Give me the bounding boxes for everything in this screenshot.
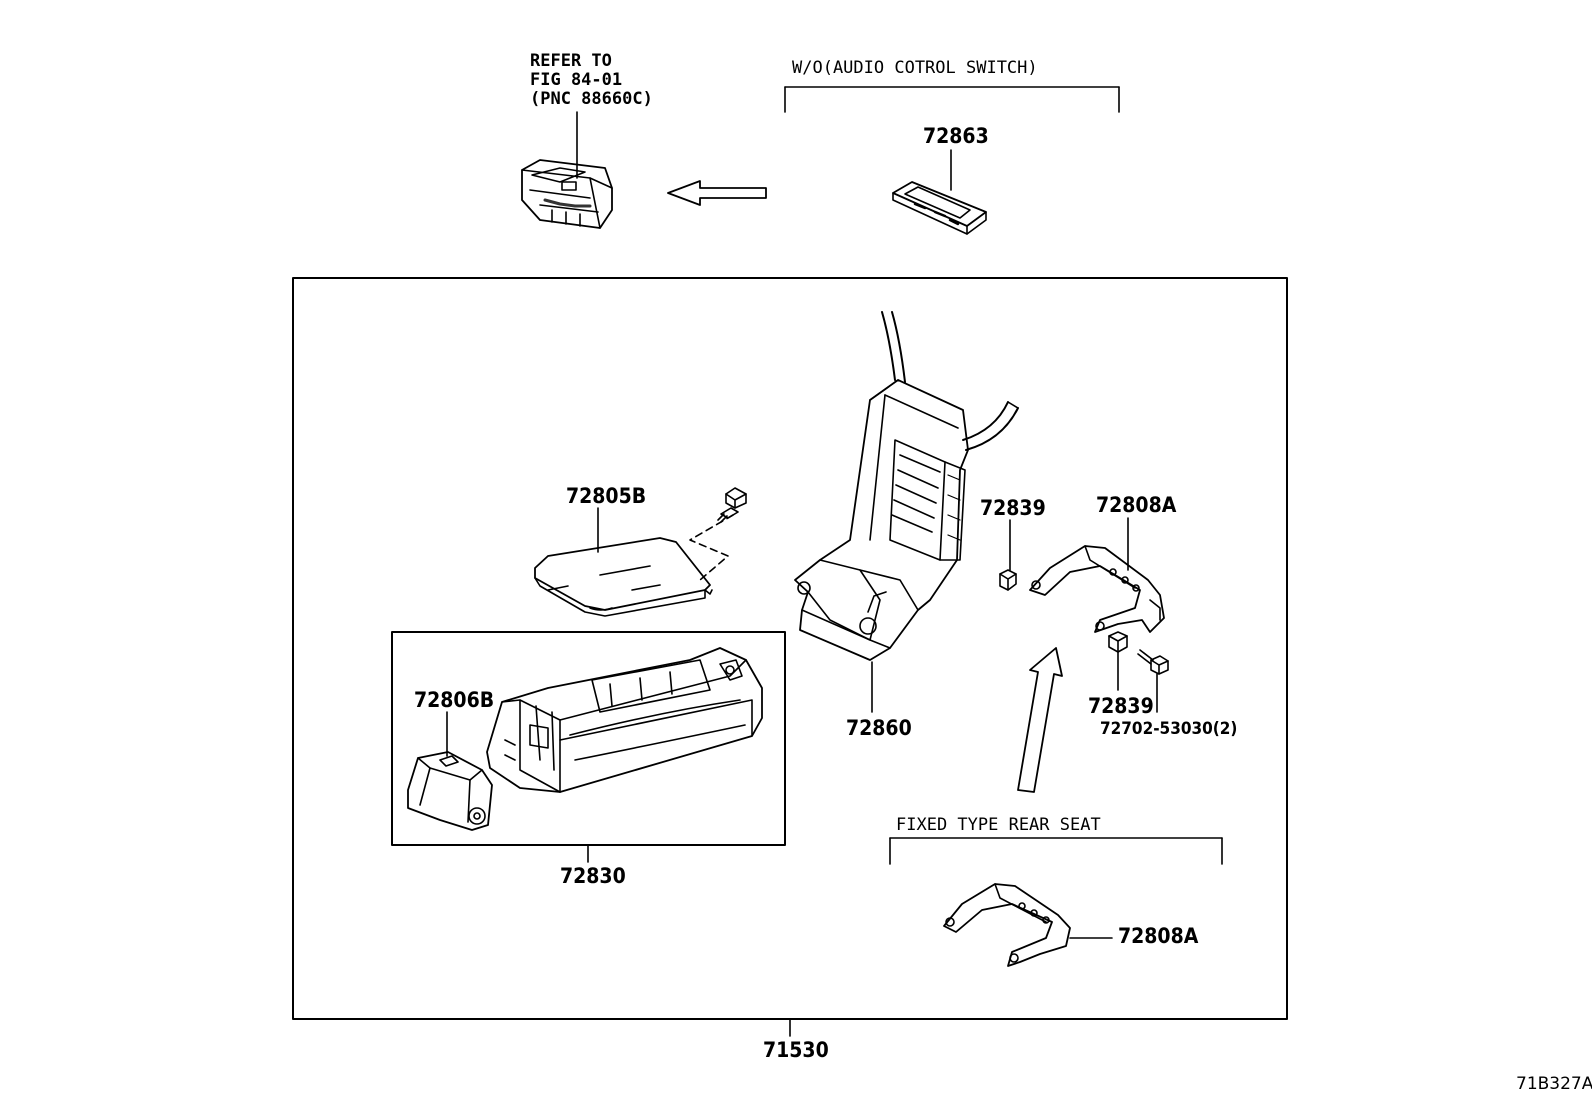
armrest-lid-72805b [534,537,713,617]
part-72839-lower: 72839 [1088,694,1154,718]
part-72863: 72863 [923,124,989,148]
screw-dashed-guide [689,514,734,581]
screw [717,487,747,523]
clip-72839-lower [1108,631,1128,653]
refer-note-line3: (PNC 88660C) [530,89,653,109]
refer-note-line1: REFER TO [530,51,612,71]
clip-72839-upper [999,569,1017,591]
part-72702: 72702-53030(2) [1100,719,1238,739]
part-72805b: 72805B [566,484,647,508]
assembly-frame [292,277,1288,1020]
audio-switch-part [521,159,613,229]
compartment-72860 [794,311,1019,661]
bezel-72863 [892,181,987,235]
part-72808a-lower: 72808A [1118,924,1199,948]
part-72808a-upper: 72808A [1096,493,1177,517]
part-72806b: 72806B [414,688,495,712]
replace-arrow [667,180,767,206]
variant-audio-label: W/O(AUDIO COTROL SWITCH) [792,58,1038,78]
bracket-72808a-upper [1029,545,1165,633]
refer-note-line2: FIG 84-01 [530,70,623,90]
part-72830: 72830 [560,864,626,888]
bracket-72808a-lower [943,883,1071,967]
figure-code: 71B327A [1516,1074,1592,1094]
seat-variant-bracket [889,837,1223,865]
install-arrow [1017,647,1063,793]
subassembly-frame [391,631,786,846]
part-72839-upper: 72839 [980,496,1046,520]
part-71530: 71530 [763,1038,829,1062]
audio-variant-bracket [784,86,1120,113]
console-box [486,647,763,793]
bolt-72702 [1137,649,1169,675]
insert-72806b [407,751,493,831]
part-72860: 72860 [846,716,912,740]
variant-seat-label: FIXED TYPE REAR SEAT [896,815,1101,835]
